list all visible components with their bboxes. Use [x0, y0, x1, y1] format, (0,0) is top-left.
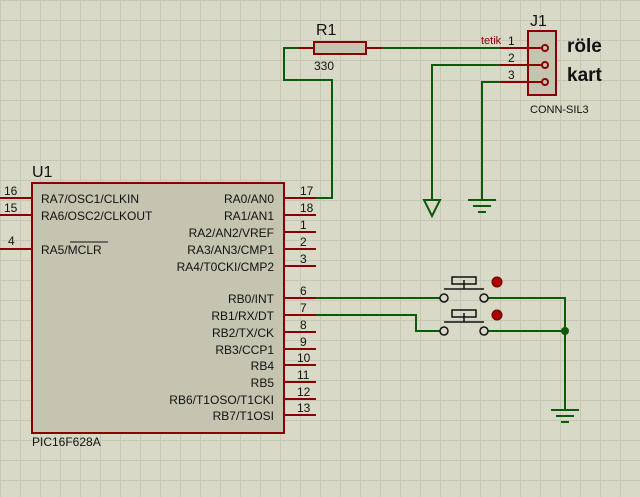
pin-9-label: RB3/CCP1 [215, 343, 274, 357]
j1-note-line-1: röle [567, 36, 602, 57]
pin-16-label: RA7/OSC1/CLKIN [41, 192, 139, 206]
pin-6-label: RB0/INT [228, 292, 275, 306]
pin-12-label: RB6/T1OSO/T1CKI [169, 393, 274, 407]
r1-resistor[interactable]: R1 330 [298, 22, 382, 73]
j1-ref: J1 [530, 13, 547, 30]
button2-left-terminal [439, 326, 449, 336]
r1-value: 330 [314, 59, 334, 73]
j1-pin-2-number: 2 [508, 51, 515, 65]
u1-body [31, 182, 285, 434]
j1-note-line-2: kart [567, 65, 603, 86]
j1-pin-1-number: 1 [508, 34, 515, 48]
pin-18-number: 18 [300, 201, 314, 215]
pin-16-number: 16 [4, 184, 18, 198]
pin-13-label: RB7/T1OSI [213, 409, 274, 423]
pin-1-label: RA2/AN2/VREF [189, 226, 274, 240]
wire-button1-to-common [488, 297, 566, 410]
pin-12-number: 12 [297, 385, 311, 399]
u1-microcontroller[interactable]: U1 PIC16F628A 16 RA7/OSC1/CLKIN 15 RA6/O… [0, 164, 316, 449]
pin-3-number: 3 [300, 252, 307, 266]
pin-4-label: RA5/MCLR [41, 243, 102, 257]
pin-17-label: RA0/AN0 [224, 192, 274, 206]
j1-net-label-tetik: tetik [481, 35, 502, 47]
pin-4-number: 4 [8, 234, 15, 248]
wire-j1-pin2-to-ground [431, 64, 500, 200]
pin-17-number: 17 [300, 184, 314, 198]
pin-3-label: RA4/T0CKI/CMP2 [177, 260, 275, 274]
pin-2-label: RA3/AN3/CMP1 [187, 243, 274, 257]
pin-1-number: 1 [300, 218, 307, 232]
button1-cap [451, 276, 477, 285]
ground-symbol-j1 [468, 199, 496, 213]
wire-ra0-to-r1 [283, 47, 333, 199]
ground-arrow-symbol [422, 199, 442, 219]
u1-ref: U1 [32, 164, 53, 181]
pin-11-number: 11 [297, 368, 310, 382]
wires [283, 47, 569, 410]
pin-8-label: RB2/TX/CK [212, 326, 274, 340]
pin-13-number: 13 [297, 401, 311, 415]
pin-10-number: 10 [297, 351, 311, 365]
pin-10-label: RB4 [251, 359, 275, 373]
push-button-1[interactable] [439, 276, 503, 303]
r1-body [313, 41, 367, 55]
j1-part: CONN-SIL3 [530, 104, 589, 116]
button1-left-terminal [439, 293, 449, 303]
button2-right-terminal [479, 326, 489, 336]
u1-part: PIC16F628A [32, 435, 101, 449]
r1-ref: R1 [316, 22, 337, 39]
pin-18-label: RA1/AN1 [224, 209, 274, 223]
button2-probe-icon [491, 309, 503, 321]
pin-7-label: RB1/RX/DT [211, 309, 274, 323]
ground-symbol-buttons [551, 409, 579, 423]
wire-rb1-to-button2 [316, 314, 440, 332]
pin-7-number: 7 [300, 301, 307, 315]
pin-15-label: RA6/OSC2/CLKOUT [41, 209, 153, 223]
pin-9-number: 9 [300, 335, 307, 349]
push-button-2[interactable] [439, 309, 503, 336]
button2-cap [451, 309, 477, 318]
pin-6-number: 6 [300, 284, 307, 298]
pin-2-number: 2 [300, 235, 307, 249]
j1-pin-3-number: 3 [508, 68, 515, 82]
j1-connector[interactable]: J1 1 2 3 tetik CONN-SIL3 röle kart [481, 13, 603, 116]
wire-j1-pin3-to-ground [481, 81, 500, 200]
button1-probe-icon [491, 276, 503, 288]
pin-8-number: 8 [300, 318, 307, 332]
pin-11-label: RB5 [251, 376, 275, 390]
button1-right-terminal [479, 293, 489, 303]
ground-arrow-icon [422, 199, 442, 219]
junction-dot [561, 327, 569, 335]
pin-15-number: 15 [4, 201, 18, 215]
